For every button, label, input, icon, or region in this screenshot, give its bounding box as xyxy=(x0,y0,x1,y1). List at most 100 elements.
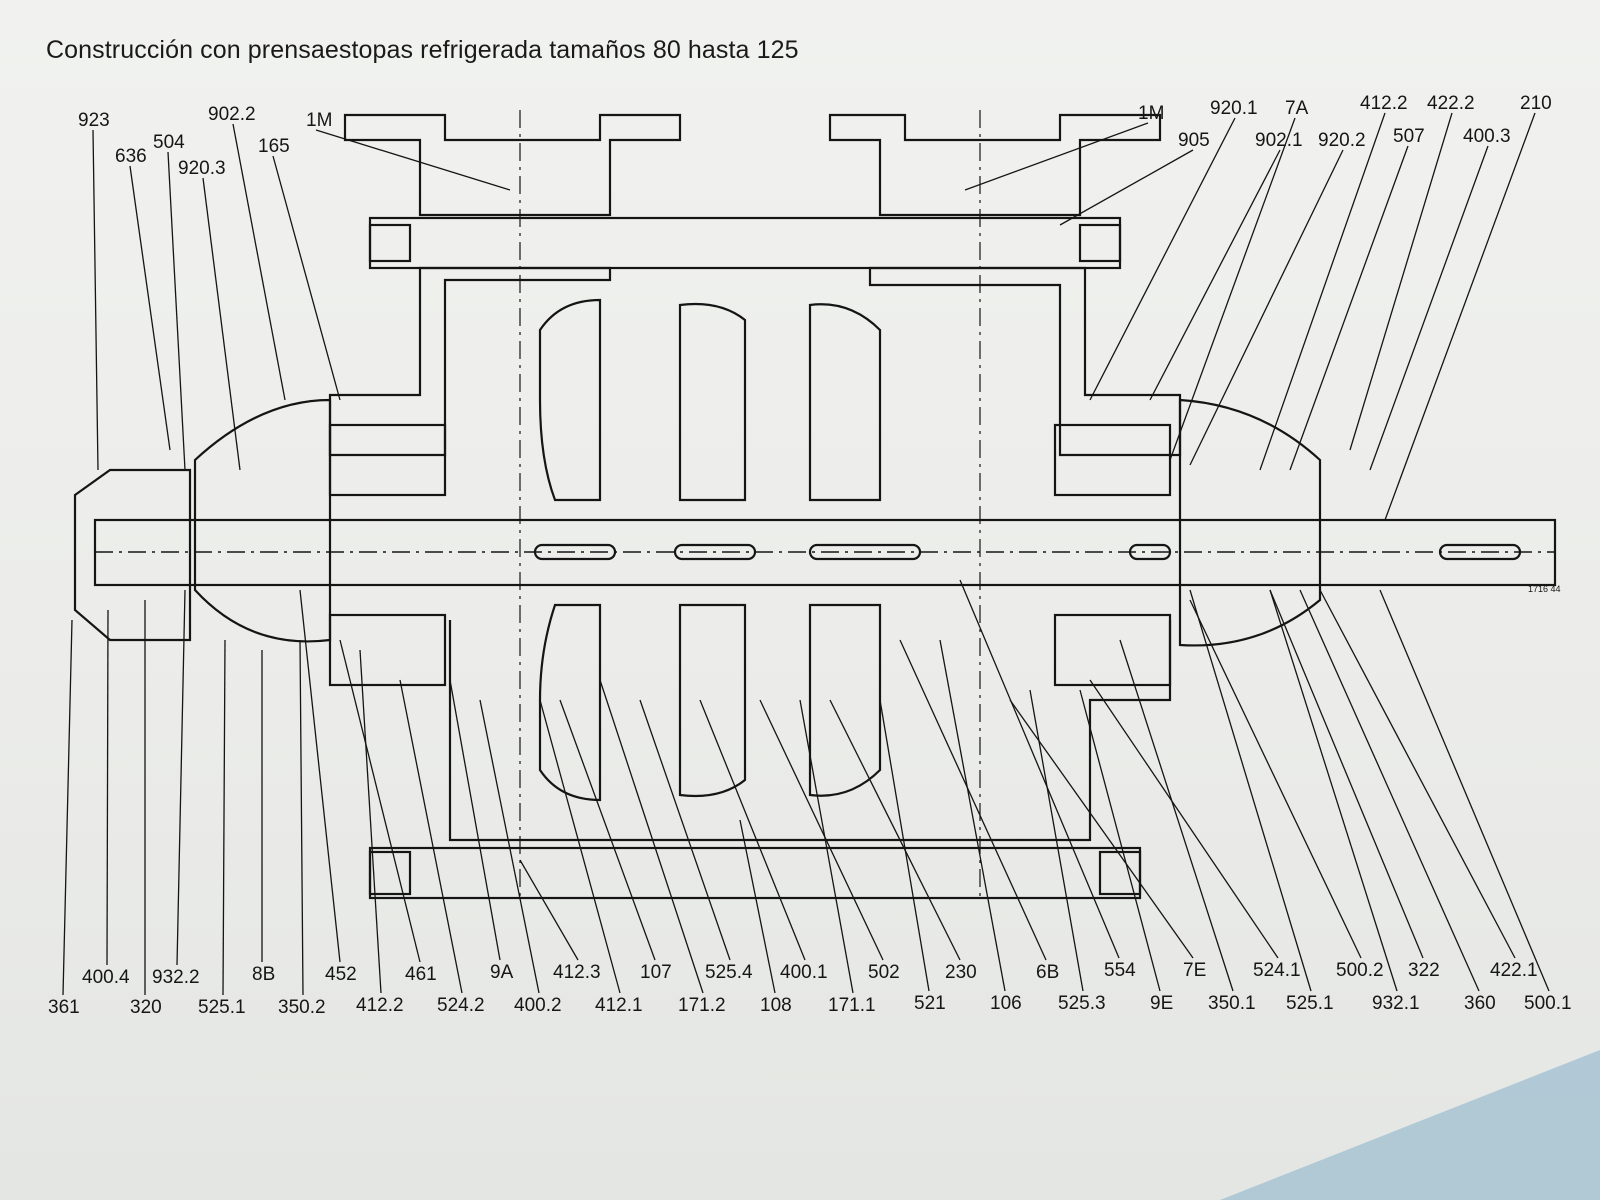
part-label-bottom-lower-1: 320 xyxy=(130,997,162,1018)
leader-line-bottom-lower-8 xyxy=(599,679,704,994)
part-label-top-11: 7A xyxy=(1285,98,1309,119)
leader-line-top-15 xyxy=(1349,112,1453,451)
leader-line-bottom-lower-5 xyxy=(399,679,463,994)
leader-line-bottom-lower-7 xyxy=(539,699,621,994)
leader-line-bottom-lower-17 xyxy=(1269,589,1398,992)
part-label-bottom-upper-14: 7E xyxy=(1183,960,1206,981)
leader-line-bottom-lower-11 xyxy=(879,699,930,992)
part-label-top-5: 165 xyxy=(258,136,290,157)
part-label-bottom-upper-1: 932.2 xyxy=(152,967,200,988)
leader-line-bottom-upper-5 xyxy=(449,679,501,961)
leader-line-bottom-lower-15 xyxy=(1119,639,1234,992)
leader-line-bottom-lower-2 xyxy=(222,639,226,996)
impeller-1-upper xyxy=(538,298,602,502)
part-label-bottom-upper-18: 422.1 xyxy=(1490,960,1538,981)
part-label-bottom-lower-16: 525.1 xyxy=(1286,993,1334,1014)
suction-casing-upper xyxy=(328,266,612,457)
part-label-bottom-upper-6: 412.3 xyxy=(553,962,601,983)
part-label-top-16: 400.3 xyxy=(1463,126,1511,147)
part-label-bottom-lower-12: 106 xyxy=(990,993,1022,1014)
part-label-top-12: 920.2 xyxy=(1318,130,1366,151)
part-label-bottom-lower-14: 9E xyxy=(1150,993,1173,1014)
casing-lower xyxy=(448,620,1172,842)
leader-line-bottom-lower-6 xyxy=(479,699,540,994)
drawing-code: 1716 44 xyxy=(1528,584,1561,594)
part-label-top-9: 920.1 xyxy=(1210,98,1258,119)
bearing-housing-right xyxy=(1178,398,1322,647)
leader-line-bottom-lower-14 xyxy=(1079,689,1161,992)
leader-line-bottom-upper-8 xyxy=(639,699,731,961)
leader-line-top-8 xyxy=(1059,149,1194,226)
part-label-bottom-lower-7: 412.1 xyxy=(595,995,643,1016)
leader-line-bottom-lower-12 xyxy=(939,639,1006,992)
part-label-top-13: 412.2 xyxy=(1360,93,1408,114)
part-label-bottom-upper-13: 554 xyxy=(1104,960,1136,981)
part-label-bottom-upper-2: 8B xyxy=(252,964,275,985)
discharge-casing-upper xyxy=(868,266,1182,457)
part-label-top-8: 905 xyxy=(1178,130,1210,151)
impeller-3-lower xyxy=(808,603,882,797)
part-label-bottom-lower-2: 525.1 xyxy=(198,997,246,1018)
nut-top-right xyxy=(1078,223,1122,263)
part-label-top-4: 902.2 xyxy=(208,104,256,125)
part-label-bottom-upper-17: 322 xyxy=(1408,960,1440,981)
impeller-2-lower xyxy=(678,603,747,798)
part-label-bottom-upper-16: 500.2 xyxy=(1336,960,1384,981)
nut-bottom-left xyxy=(368,850,412,896)
stuffing-box-left-lower xyxy=(328,613,447,687)
leader-line-top-2 xyxy=(167,151,186,471)
part-label-bottom-upper-5: 9A xyxy=(490,962,514,983)
leader-line-top-17 xyxy=(1384,112,1536,521)
part-label-bottom-lower-8: 171.2 xyxy=(678,995,726,1016)
part-label-bottom-lower-15: 350.1 xyxy=(1208,993,1256,1014)
key-4 xyxy=(1128,543,1172,561)
part-label-top-2: 504 xyxy=(153,132,185,153)
leader-line-top-9 xyxy=(1089,117,1236,401)
leader-line-bottom-lower-3 xyxy=(299,639,304,996)
key-1 xyxy=(533,543,617,561)
end-cover-left xyxy=(73,468,192,642)
leader-line-bottom-upper-6 xyxy=(519,859,579,961)
part-label-bottom-upper-4: 461 xyxy=(405,964,437,985)
part-label-bottom-lower-11: 521 xyxy=(914,993,946,1014)
drawing-title: Construcción con prensaestopas refrigera… xyxy=(46,36,799,64)
leader-line-bottom-lower-18 xyxy=(1299,589,1480,992)
part-label-bottom-lower-18: 360 xyxy=(1464,993,1496,1014)
part-label-bottom-lower-13: 525.3 xyxy=(1058,993,1106,1014)
leader-line-bottom-lower-4 xyxy=(359,649,382,994)
part-label-bottom-lower-0: 361 xyxy=(48,997,80,1018)
leader-line-top-4 xyxy=(232,123,286,401)
part-label-top-17: 210 xyxy=(1520,93,1552,114)
leader-line-bottom-lower-19 xyxy=(1379,589,1550,992)
leader-line-top-0 xyxy=(92,129,99,471)
leader-line-top-13 xyxy=(1259,112,1386,471)
leader-line-bottom-lower-9 xyxy=(739,819,776,994)
part-label-bottom-lower-6: 400.2 xyxy=(514,995,562,1016)
leader-line-bottom-upper-18 xyxy=(1319,589,1516,959)
part-label-top-7: 1M xyxy=(1138,103,1164,124)
stuffing-box-right-lower xyxy=(1053,613,1172,687)
leader-line-top-12 xyxy=(1189,149,1344,466)
part-label-bottom-lower-9: 108 xyxy=(760,995,792,1016)
leader-line-top-14 xyxy=(1289,145,1409,471)
impeller-2-upper xyxy=(678,302,747,502)
part-label-top-15: 422.2 xyxy=(1427,93,1475,114)
leader-line-bottom-lower-16 xyxy=(1189,589,1312,992)
stuffing-box-left-upper xyxy=(328,423,447,497)
part-label-bottom-lower-3: 350.2 xyxy=(278,997,326,1018)
leader-line-top-11 xyxy=(1169,117,1296,461)
part-label-bottom-lower-17: 932.1 xyxy=(1372,993,1420,1014)
leader-line-top-6 xyxy=(315,129,511,191)
leader-line-bottom-upper-13 xyxy=(959,579,1120,959)
key-2 xyxy=(673,543,757,561)
leader-line-bottom-upper-12 xyxy=(899,639,1047,961)
pump-body xyxy=(73,110,1557,900)
tie-rod-bottom xyxy=(368,846,1142,900)
leader-line-bottom-upper-7 xyxy=(559,699,656,961)
leader-line-top-3 xyxy=(202,177,241,471)
leader-line-bottom-upper-14 xyxy=(1009,699,1194,959)
part-label-bottom-upper-15: 524.1 xyxy=(1253,960,1301,981)
leader-line-bottom-lower-0 xyxy=(62,619,73,996)
